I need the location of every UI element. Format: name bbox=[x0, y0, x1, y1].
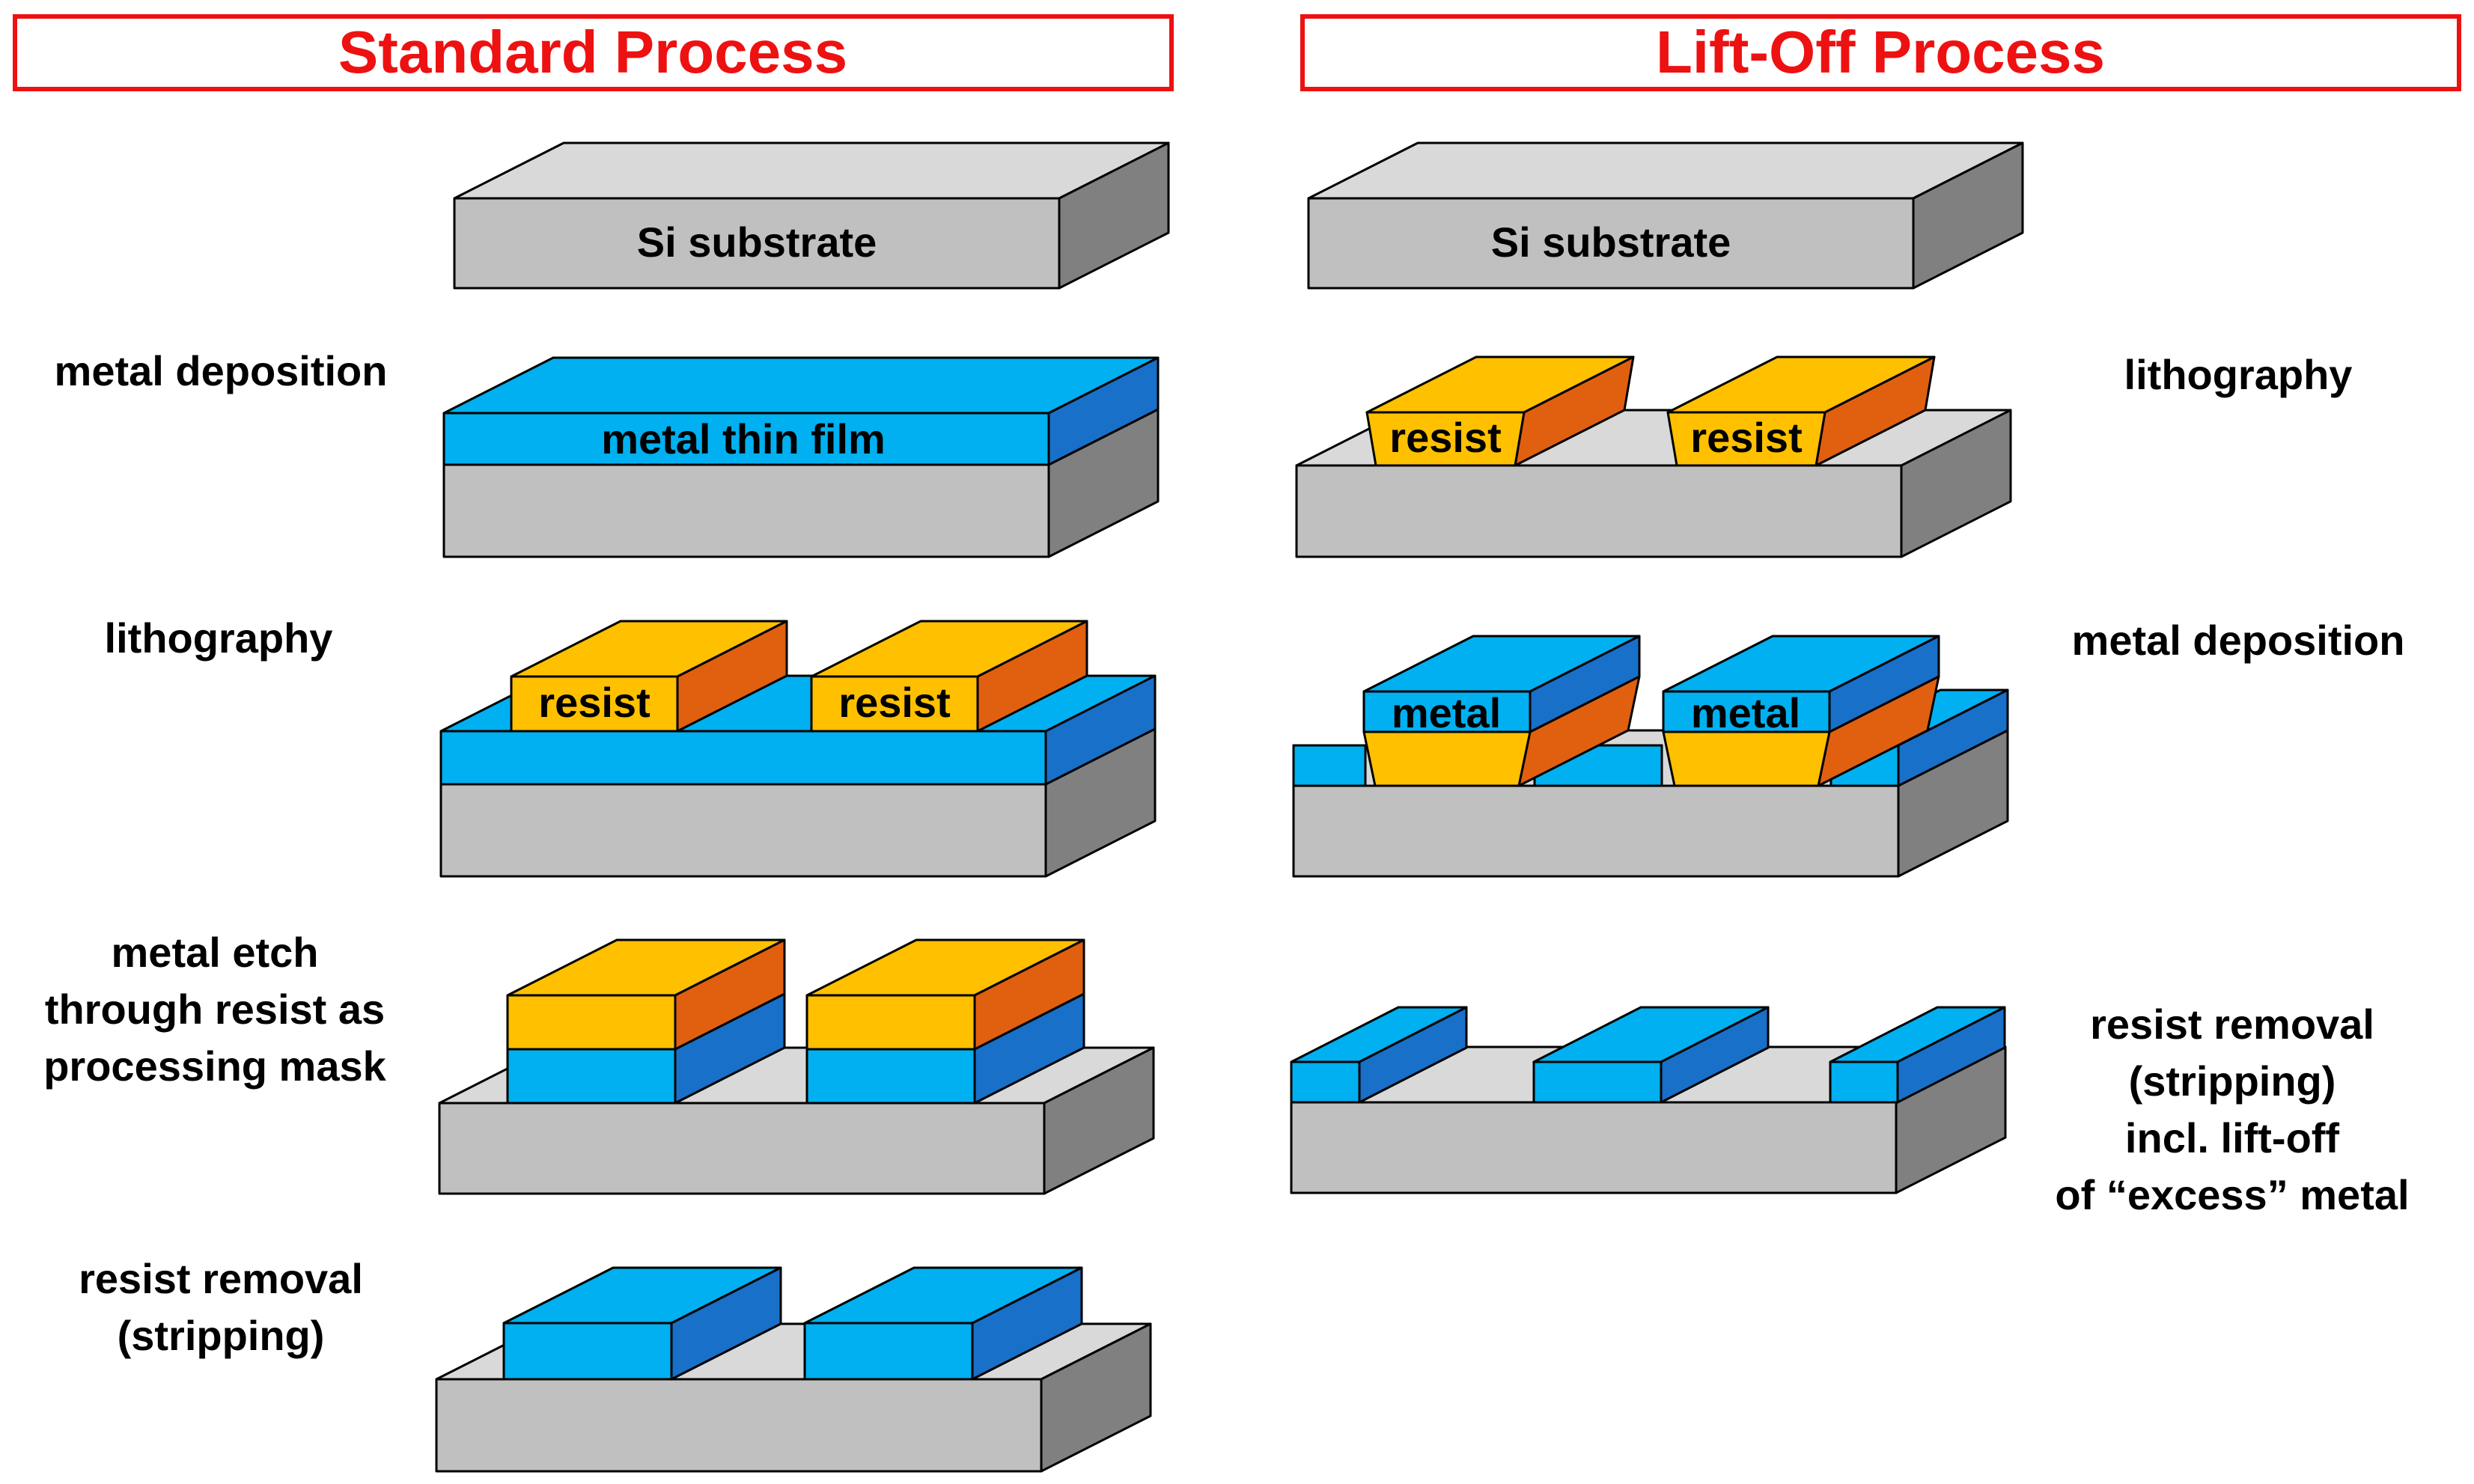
metal-thin-film-front bbox=[442, 412, 1050, 466]
metal-field-left-front bbox=[1292, 744, 1367, 787]
metal-cap-2-front bbox=[1662, 690, 1831, 733]
metal-label-1: metal bbox=[1392, 689, 1501, 736]
si-substrate-front bbox=[453, 197, 1061, 290]
metal-line-1-front bbox=[506, 1048, 677, 1105]
metal-thin-film-label: metal thin film bbox=[601, 415, 886, 462]
std-label-metal-deposition: metal deposition bbox=[55, 347, 388, 394]
si-substrate-top bbox=[1307, 141, 2024, 200]
resist-cap-1-front bbox=[506, 994, 677, 1051]
metal-line-2-front bbox=[803, 1322, 974, 1381]
std-step-substrate: Si substrate bbox=[453, 141, 1170, 290]
resist-label-2: resist bbox=[1690, 414, 1802, 461]
resist-label-2: resist bbox=[838, 679, 950, 726]
substrate-front bbox=[439, 783, 1047, 878]
standard-header-title: Standard Process bbox=[338, 19, 847, 85]
resist-block-2-front bbox=[1662, 730, 1831, 787]
std-step-lithography: resist resist bbox=[439, 620, 1157, 878]
si-substrate-label: Si substrate bbox=[1491, 219, 1731, 266]
substrate-front bbox=[442, 463, 1050, 558]
std-label-etch-2: through resist as bbox=[45, 986, 385, 1033]
std-label-removal-2: (stripping) bbox=[118, 1312, 325, 1359]
resist-block-2-front bbox=[1666, 411, 1826, 467]
metal-cap-1-front bbox=[1362, 690, 1532, 733]
resist-label-1: resist bbox=[1389, 414, 1501, 461]
metal-line-1-front bbox=[502, 1322, 673, 1381]
std-step-metal-etch bbox=[438, 938, 1155, 1195]
std-step-resist-removal bbox=[435, 1266, 1152, 1473]
standard-header-box bbox=[13, 14, 1174, 91]
lo-label-lithography: lithography bbox=[2124, 351, 2353, 398]
liftoff-header-box bbox=[1300, 14, 2461, 91]
resist-block-1-front bbox=[1362, 730, 1532, 787]
resist-block-1-front bbox=[1365, 411, 1526, 467]
lo-step-metal-deposition: metal metal bbox=[1292, 635, 2009, 878]
resist-label-1: resist bbox=[538, 679, 650, 726]
resist-block-1-front bbox=[510, 675, 679, 733]
metal-film-front bbox=[439, 730, 1047, 786]
substrate-front bbox=[1295, 464, 1903, 558]
substrate-front bbox=[435, 1378, 1043, 1473]
lo-label-removal-2: (stripping) bbox=[2129, 1057, 2336, 1105]
std-label-removal-1: resist removal bbox=[79, 1255, 363, 1302]
lo-label-metal-deposition: metal deposition bbox=[2072, 617, 2405, 664]
lo-step-substrate: Si substrate bbox=[1307, 141, 2024, 290]
lo-step-lithography: resist resist bbox=[1295, 355, 2012, 558]
metal-thin-film-top bbox=[442, 356, 1160, 415]
metal-label-2: metal bbox=[1691, 689, 1800, 736]
substrate-front bbox=[1290, 1101, 1898, 1194]
std-label-etch-1: metal etch bbox=[112, 929, 319, 976]
metal-line-3-front bbox=[1829, 1060, 1899, 1104]
lo-label-removal-1: resist removal bbox=[2090, 1001, 2374, 1048]
std-label-etch-3: processing mask bbox=[43, 1042, 386, 1090]
lo-label-removal-4: of “excess” metal bbox=[2055, 1171, 2409, 1218]
liftoff-header-title: Lift-Off Process bbox=[1656, 19, 2105, 85]
resist-block-2-front bbox=[810, 675, 979, 733]
si-substrate-front bbox=[1307, 197, 1915, 290]
lo-step-resist-removal bbox=[1290, 1006, 2007, 1194]
substrate-front bbox=[438, 1102, 1046, 1195]
std-label-lithography: lithography bbox=[105, 614, 333, 662]
metal-line-1-front bbox=[1290, 1060, 1361, 1104]
si-substrate-top bbox=[453, 141, 1170, 200]
metal-line-2-front bbox=[1532, 1060, 1663, 1104]
std-step-metal-deposition: metal thin film bbox=[442, 356, 1160, 558]
metal-line-2-front bbox=[805, 1048, 976, 1105]
substrate-front bbox=[1292, 784, 1900, 878]
si-substrate-label: Si substrate bbox=[637, 219, 877, 266]
resist-cap-2-front bbox=[805, 994, 976, 1051]
lo-label-removal-3: incl. lift-off bbox=[2125, 1114, 2340, 1161]
